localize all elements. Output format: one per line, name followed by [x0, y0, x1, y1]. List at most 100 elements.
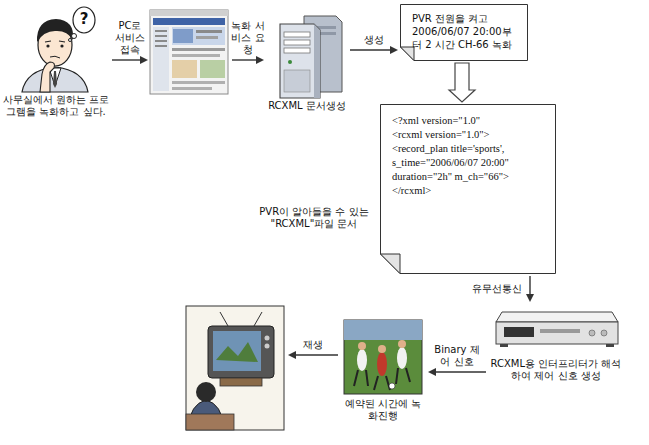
code-line: <record_plan title='sports',	[392, 142, 548, 156]
connector-line	[232, 59, 258, 60]
document-sheet	[381, 105, 556, 274]
code-line: <rcxml version="1.0">	[392, 128, 548, 142]
web-screenshot-part	[172, 60, 197, 78]
worker-figure	[22, 7, 95, 92]
server-caption-box: RCXML 문서생성	[266, 12, 348, 114]
sports-picture-part	[397, 347, 407, 369]
document-sheet	[401, 5, 528, 61]
sports-picture-part	[378, 345, 386, 353]
edge-label: 녹화 서비스 요청	[229, 20, 267, 56]
server-towers-part	[314, 24, 320, 98]
web-screenshot-part	[196, 30, 222, 33]
tv-viewing-scene-part	[265, 336, 270, 341]
caption-text: PVR 전원을 켜고 2006/06/07 20:00부터 2 시간 CH-66…	[412, 12, 520, 51]
web-screenshot-part	[155, 40, 167, 42]
code-line: duration="2h" m_ch="66">	[392, 170, 548, 184]
sports-picture	[344, 320, 422, 394]
connector-line	[350, 49, 392, 50]
code-line: </rcxml>	[392, 184, 548, 198]
page-fold	[381, 254, 401, 274]
sports-picture-part	[358, 342, 366, 350]
sports-picture-part	[389, 383, 395, 389]
worker-figure-part	[60, 44, 63, 47]
pvr-device-part	[601, 330, 607, 336]
connector-line	[434, 371, 486, 372]
server-towers-part	[284, 70, 310, 92]
sports-picture-part	[344, 320, 422, 394]
pvr-device	[496, 312, 618, 347]
web-screenshot-part	[150, 10, 228, 94]
tv-scene-box	[184, 304, 286, 434]
web-screenshot-part	[153, 27, 169, 91]
tv-viewing-scene-part	[220, 378, 262, 386]
tv-viewing-scene-part	[196, 382, 216, 402]
sports-caption-box: 예약된 시간에 녹화진행	[340, 318, 426, 424]
server-towers-part	[284, 48, 310, 53]
arrow-head	[256, 56, 264, 64]
server-towers	[280, 16, 342, 98]
page-fold	[401, 47, 415, 61]
worker-figure-part	[53, 71, 57, 88]
pvr-caption-box: RCXML용 인터프리터가 해석하여 제어 신호 생성	[488, 304, 624, 384]
web-screenshot-part	[172, 81, 225, 84]
arrow-head	[288, 351, 296, 359]
server-towers-part	[284, 40, 310, 45]
arrow-connector	[428, 368, 486, 376]
tv-viewing-scene-part	[213, 331, 261, 371]
pvr-device-part	[589, 330, 595, 336]
tv-viewing-scene-part	[186, 414, 234, 430]
caption-text: 예약된 시간에 녹화진행	[340, 398, 426, 422]
sports-picture-part	[398, 340, 406, 348]
sports-picture-part	[344, 320, 422, 340]
caption-text: RCXML 문서생성	[266, 100, 348, 112]
arrow-head	[428, 368, 436, 376]
web-screenshot-part	[150, 10, 228, 16]
edge-label: 유무선통신	[471, 283, 523, 295]
worker-figure-part	[46, 44, 49, 47]
worker-figure-part	[69, 39, 72, 42]
arrow-head	[140, 56, 148, 64]
web-screenshot-part	[172, 54, 220, 57]
code-line: <?xml version="1.0"	[392, 114, 548, 128]
arrow-connector	[449, 63, 475, 102]
web-screenshot-part	[155, 30, 167, 32]
pvr-device-part	[496, 312, 618, 322]
server-towers-part	[288, 60, 292, 64]
pvr-device-part	[606, 344, 614, 347]
connector-line	[529, 276, 530, 296]
tv-viewing-scene-part	[186, 306, 284, 430]
worker-figure-part	[72, 34, 77, 39]
sports-picture-part	[377, 352, 387, 376]
edge-label: Binary 제어 신호	[429, 344, 485, 368]
tv-viewing-scene-part	[220, 312, 262, 326]
edge-label: 생성	[353, 34, 395, 46]
code-line: s_time="2006/06/07 20:00"	[392, 156, 548, 170]
document-caption: PVR이 알아들을 수 있는 "RCXML"파일 문서	[252, 206, 376, 230]
edge-label: 재생	[292, 339, 334, 351]
worker-caption-box: 사무실에서 원하는 프로그램을 녹화하고 싶다.	[2, 4, 110, 120]
tv-viewing-scene-part	[216, 342, 258, 362]
rcxml-document: <?xml version="1.0"<rcxml version="1.0">…	[380, 104, 556, 274]
server-towers-part	[284, 32, 310, 37]
sports-picture-part	[354, 368, 410, 390]
arrow-connector	[526, 276, 534, 302]
server-towers-part	[280, 24, 320, 98]
sports-picture-part	[357, 349, 367, 371]
tv-viewing-scene-part	[208, 326, 274, 378]
pvr-device-part	[500, 344, 508, 347]
arrow-connector	[350, 46, 398, 54]
worker-figure-part	[37, 19, 73, 42]
tv-viewing-scene-part	[265, 344, 270, 349]
pvr-device-part	[540, 329, 580, 333]
arrow-connector	[232, 56, 264, 64]
caption-text: RCXML용 인터프리터가 해석하여 제어 신호 생성	[488, 358, 624, 382]
web-screenshot-part	[196, 36, 218, 39]
connector-line	[294, 354, 338, 355]
caption-text: 사무실에서 원하는 프로그램을 녹화하고 싶다.	[2, 94, 110, 118]
web-page-box	[150, 8, 230, 98]
tv-viewing-scene	[186, 306, 284, 430]
arrow-head	[390, 46, 398, 54]
web-screenshot-part	[172, 48, 225, 51]
